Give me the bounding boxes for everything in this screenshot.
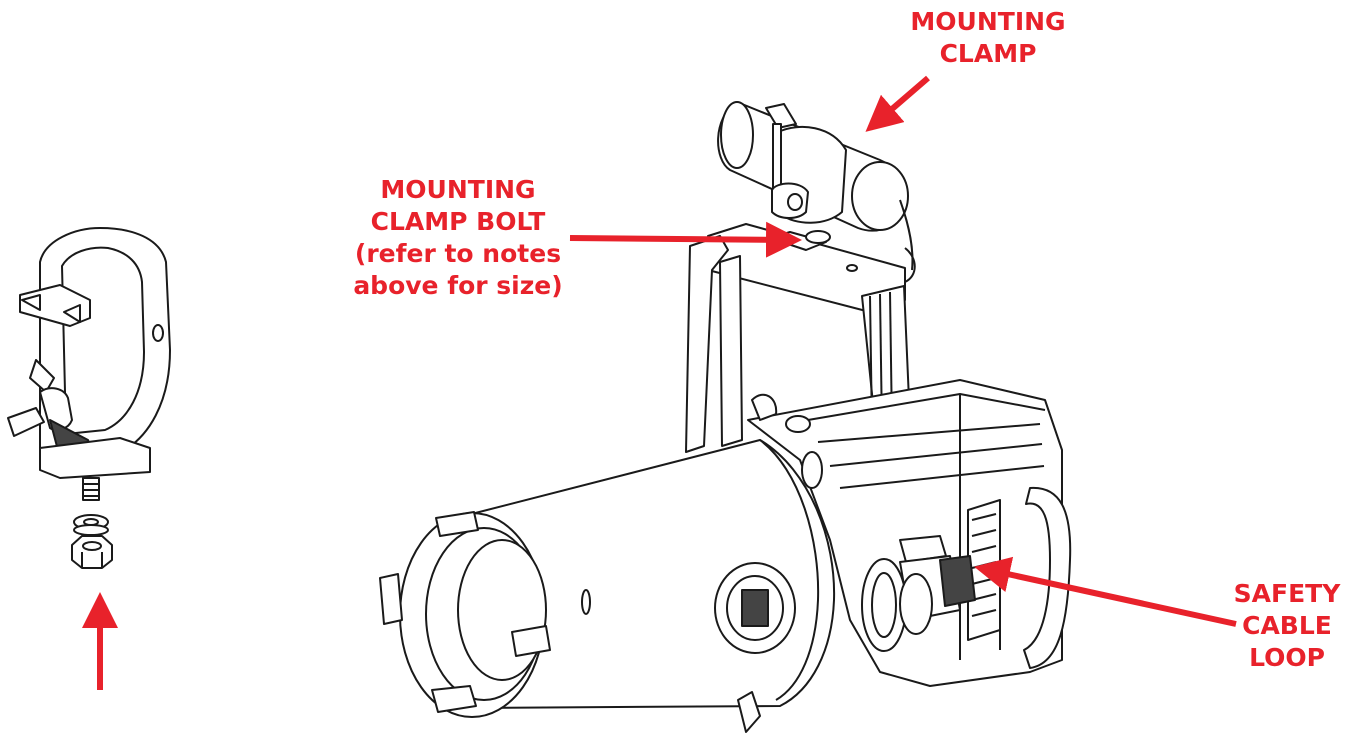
fixture-drawing (379, 101, 1072, 733)
callout-line: LOOP (1249, 643, 1325, 672)
callout-line: (refer to notes (354, 239, 562, 268)
callout-line: MOUNTING (910, 7, 1066, 36)
callout-line: above for size) (353, 271, 563, 300)
standalone-clamp-drawing (7, 227, 171, 569)
callout-safety-cable: SAFETY CABLE LOOP (1222, 578, 1352, 674)
callout-line: MOUNTING (380, 175, 536, 204)
callout-line: SAFETY (1233, 579, 1341, 608)
callout-line: CLAMP BOLT (370, 207, 546, 236)
arrow-mounting-clamp (865, 75, 930, 132)
arrow-safety-cable (974, 556, 1237, 627)
callout-line: CLAMP (939, 39, 1037, 68)
callout-arrows (82, 75, 1237, 690)
callout-mounting-clamp: MOUNTING CLAMP (898, 6, 1078, 70)
callout-clamp-bolt: MOUNTING CLAMP BOLT (refer to notes abov… (338, 174, 578, 302)
arrow-clamp-bolt (569, 221, 802, 258)
callout-line: CABLE (1242, 611, 1332, 640)
